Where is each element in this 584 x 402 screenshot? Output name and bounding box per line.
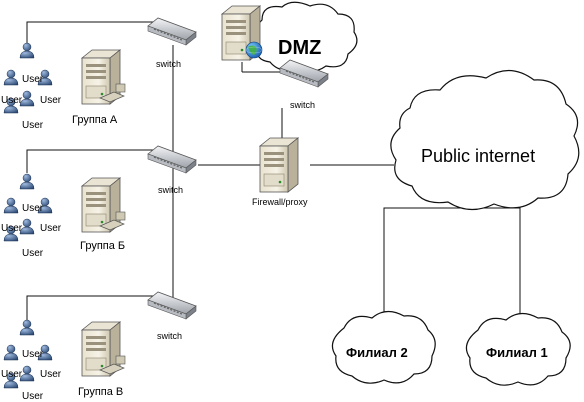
group-a: User User User User Группа А switch (1, 17, 197, 131)
user-icon (3, 69, 19, 86)
switch-label: switch (157, 331, 182, 341)
user-label: User (22, 120, 44, 131)
user-label: User (1, 95, 23, 106)
switch-icon (147, 145, 197, 174)
group-b: User User User User Группа Б switch (1, 145, 197, 259)
user-label: User (22, 349, 44, 360)
dmz-zone: DMZ switch (221, 5, 329, 110)
user-icon (3, 344, 19, 361)
branch-2-cloud (331, 310, 436, 384)
user-label: User (40, 223, 62, 234)
user-icon (19, 173, 35, 190)
user-label: User (1, 369, 23, 380)
group-c: User User User User Группа В switch (1, 291, 197, 402)
switch-icon (147, 17, 197, 46)
branch-2-label: Филиал 2 (346, 345, 408, 360)
group-label: Группа В (78, 386, 123, 398)
user-label: User (40, 369, 62, 380)
firewall: Firewall/proxy (252, 137, 308, 207)
user-icon (19, 319, 35, 336)
switch-label: switch (290, 100, 315, 110)
switch-label: switch (156, 59, 181, 69)
group-label: Группа Б (80, 240, 125, 252)
user-label: User (22, 391, 44, 402)
server-icon (259, 137, 299, 193)
globe-icon (245, 41, 263, 59)
branch-1-label: Филиал 1 (486, 345, 548, 360)
user-label: User (40, 95, 62, 106)
user-icon (19, 42, 35, 59)
internet-label: Public internet (421, 146, 535, 166)
group-label: Группа А (72, 114, 118, 126)
dmz-label: DMZ (278, 37, 321, 59)
user-label: User (22, 203, 44, 214)
switch-icon (147, 291, 197, 320)
user-label: User (1, 223, 23, 234)
user-label: User (22, 74, 44, 85)
firewall-label: Firewall/proxy (252, 197, 308, 207)
user-icon (3, 197, 19, 214)
internet-cloud (390, 69, 580, 211)
branch-1-cloud (465, 312, 571, 386)
user-label: User (22, 248, 44, 259)
switch-label: switch (158, 185, 183, 195)
dmz-cloud (253, 1, 358, 73)
